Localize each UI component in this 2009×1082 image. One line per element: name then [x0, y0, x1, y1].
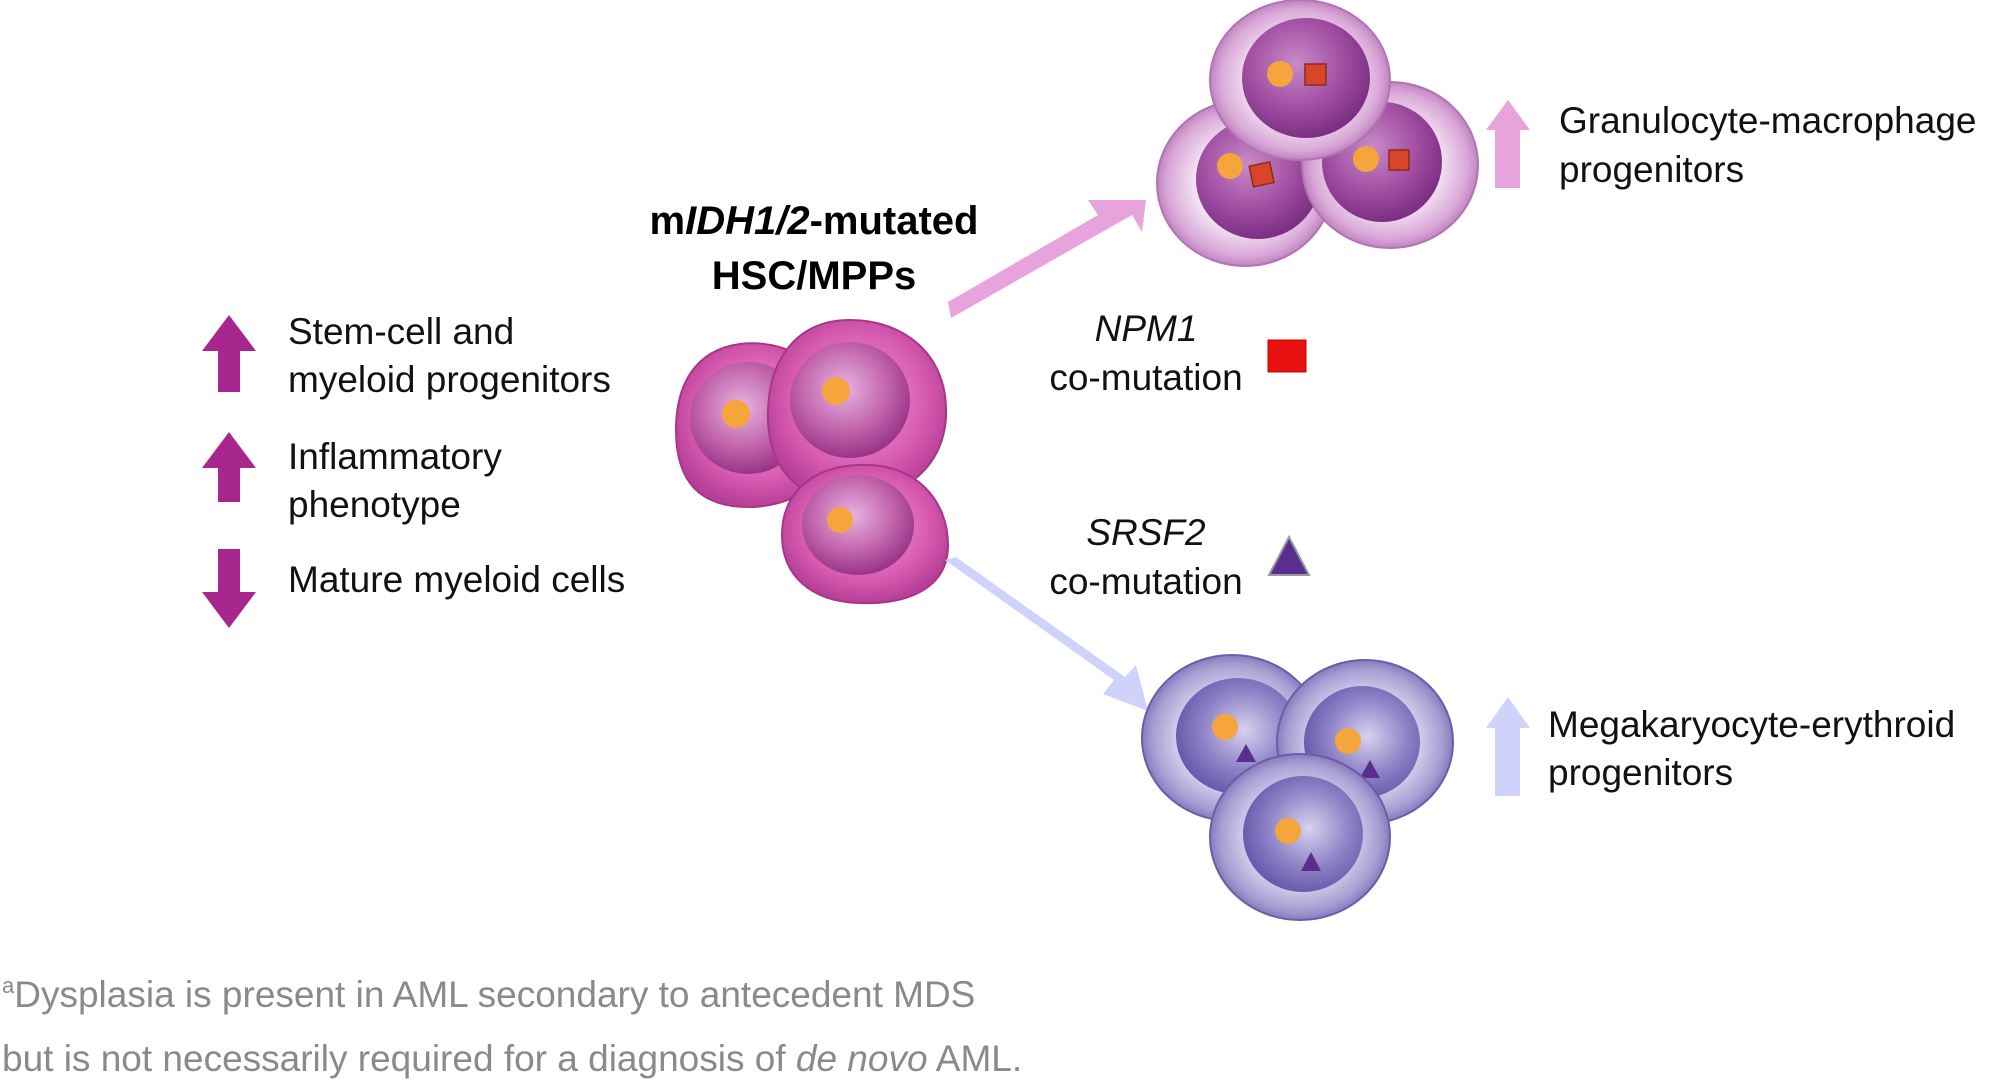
gmp-cell: [1209, 0, 1391, 161]
gmp-cell-cluster: [1156, 0, 1479, 267]
effect-label-line: Inflammatory: [288, 436, 502, 477]
mep-cell: [1209, 753, 1391, 921]
hsc-cell: [766, 318, 948, 502]
effect-inflammatory: Inflammatory phenotype: [202, 432, 502, 525]
flow-arrow-to-gmp: [948, 200, 1146, 318]
outcome-label-line: Megakaryocyte-erythroid: [1548, 704, 1955, 745]
npm1-comutation: NPM1 co-mutation: [1049, 308, 1307, 398]
outcome-label-line: Granulocyte-macrophage: [1559, 100, 1977, 141]
up-arrow-icon: [202, 432, 256, 502]
red-square-icon: [1267, 339, 1307, 373]
gene-name: NPM1: [1095, 308, 1198, 349]
gene-name: SRSF2: [1086, 512, 1206, 553]
footnote-line2: but is not necessarily required for a di…: [2, 1038, 1022, 1079]
diagram-title: mIDH1/2-mutated: [650, 199, 979, 243]
effect-label-line: Mature myeloid cells: [288, 559, 625, 600]
effect-label-line: Stem-cell and: [288, 311, 514, 352]
outcome-mep: Megakaryocyte-erythroid progenitors: [1486, 697, 1955, 796]
comutation-label: co-mutation: [1049, 357, 1242, 398]
hsc-cell: [780, 463, 950, 605]
effect-label-line: myeloid progenitors: [288, 359, 611, 400]
mep-cell-cluster: [1141, 654, 1454, 921]
diagram-title-line2: HSC/MPPs: [712, 254, 917, 298]
footnote-line1: aDysplasia is present in AML secondary t…: [2, 973, 975, 1015]
flow-arrow-to-mep: [945, 557, 1148, 711]
srsf2-comutation: SRSF2 co-mutation: [1049, 512, 1311, 602]
effect-label-line: phenotype: [288, 484, 461, 525]
effect-stem-cell: Stem-cell and myeloid progenitors: [202, 311, 611, 400]
footnote: aDysplasia is present in AML secondary t…: [2, 973, 1022, 1079]
outcome-label-line: progenitors: [1548, 752, 1733, 793]
up-arrow-icon: [1486, 697, 1530, 796]
comutation-label: co-mutation: [1049, 561, 1242, 602]
outcome-label-line: progenitors: [1559, 149, 1744, 190]
outcome-gmp: Granulocyte-macrophage progenitors: [1486, 100, 1977, 190]
down-arrow-icon: [202, 549, 256, 628]
purple-triangle-icon: [1267, 534, 1311, 576]
up-arrow-icon: [202, 315, 256, 392]
effect-mature-myeloid: Mature myeloid cells: [202, 549, 625, 628]
hsc-cell-cluster: [674, 318, 950, 605]
up-arrow-icon: [1486, 100, 1530, 188]
